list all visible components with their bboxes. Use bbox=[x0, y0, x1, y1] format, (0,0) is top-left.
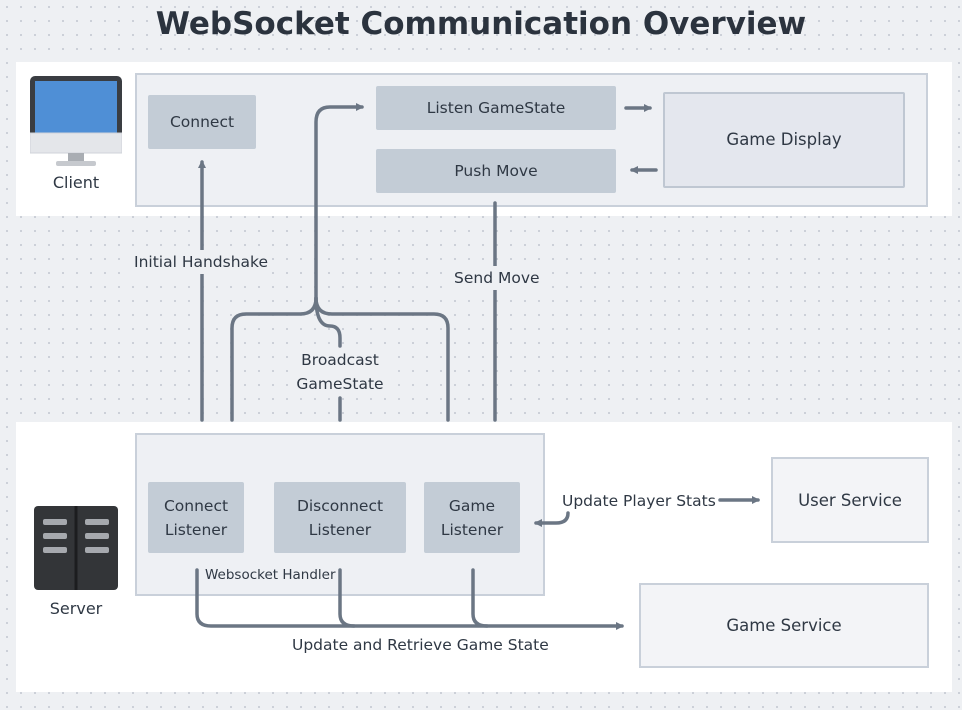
disconnect-listener-box: Disconnect Listener bbox=[274, 482, 406, 553]
update-retrieve-label: Update and Retrieve Game State bbox=[288, 633, 553, 657]
game-display-box: Game Display bbox=[663, 92, 905, 188]
client-label: Client bbox=[52, 173, 100, 192]
game-state-connector bbox=[195, 568, 624, 630]
connect-box: Connect bbox=[148, 95, 256, 149]
push-move-box: Push Move bbox=[376, 149, 616, 193]
server-rack-icon bbox=[34, 506, 118, 590]
game-service-box: Game Service bbox=[639, 583, 929, 668]
game-listener-box: Game Listener bbox=[424, 482, 520, 553]
initial-handshake-label: Initial Handshake bbox=[130, 250, 272, 274]
broadcast-gamestate-label: Broadcast GameState bbox=[290, 348, 390, 396]
send-move-label: Send Move bbox=[450, 266, 544, 290]
server-label: Server bbox=[49, 599, 103, 618]
update-player-stats-label: Update Player Stats bbox=[562, 492, 716, 510]
broadcast-connector bbox=[230, 103, 364, 422]
diagram-title: WebSocket Communication Overview bbox=[155, 6, 807, 42]
user-service-box: User Service bbox=[771, 457, 929, 543]
player-stats-connector bbox=[534, 511, 570, 527]
websocket-handler-label: Websocket Handler bbox=[205, 567, 336, 583]
listen-gamestate-box: Listen GameState bbox=[376, 86, 616, 130]
connect-listener-box: Connect Listener bbox=[148, 482, 244, 553]
